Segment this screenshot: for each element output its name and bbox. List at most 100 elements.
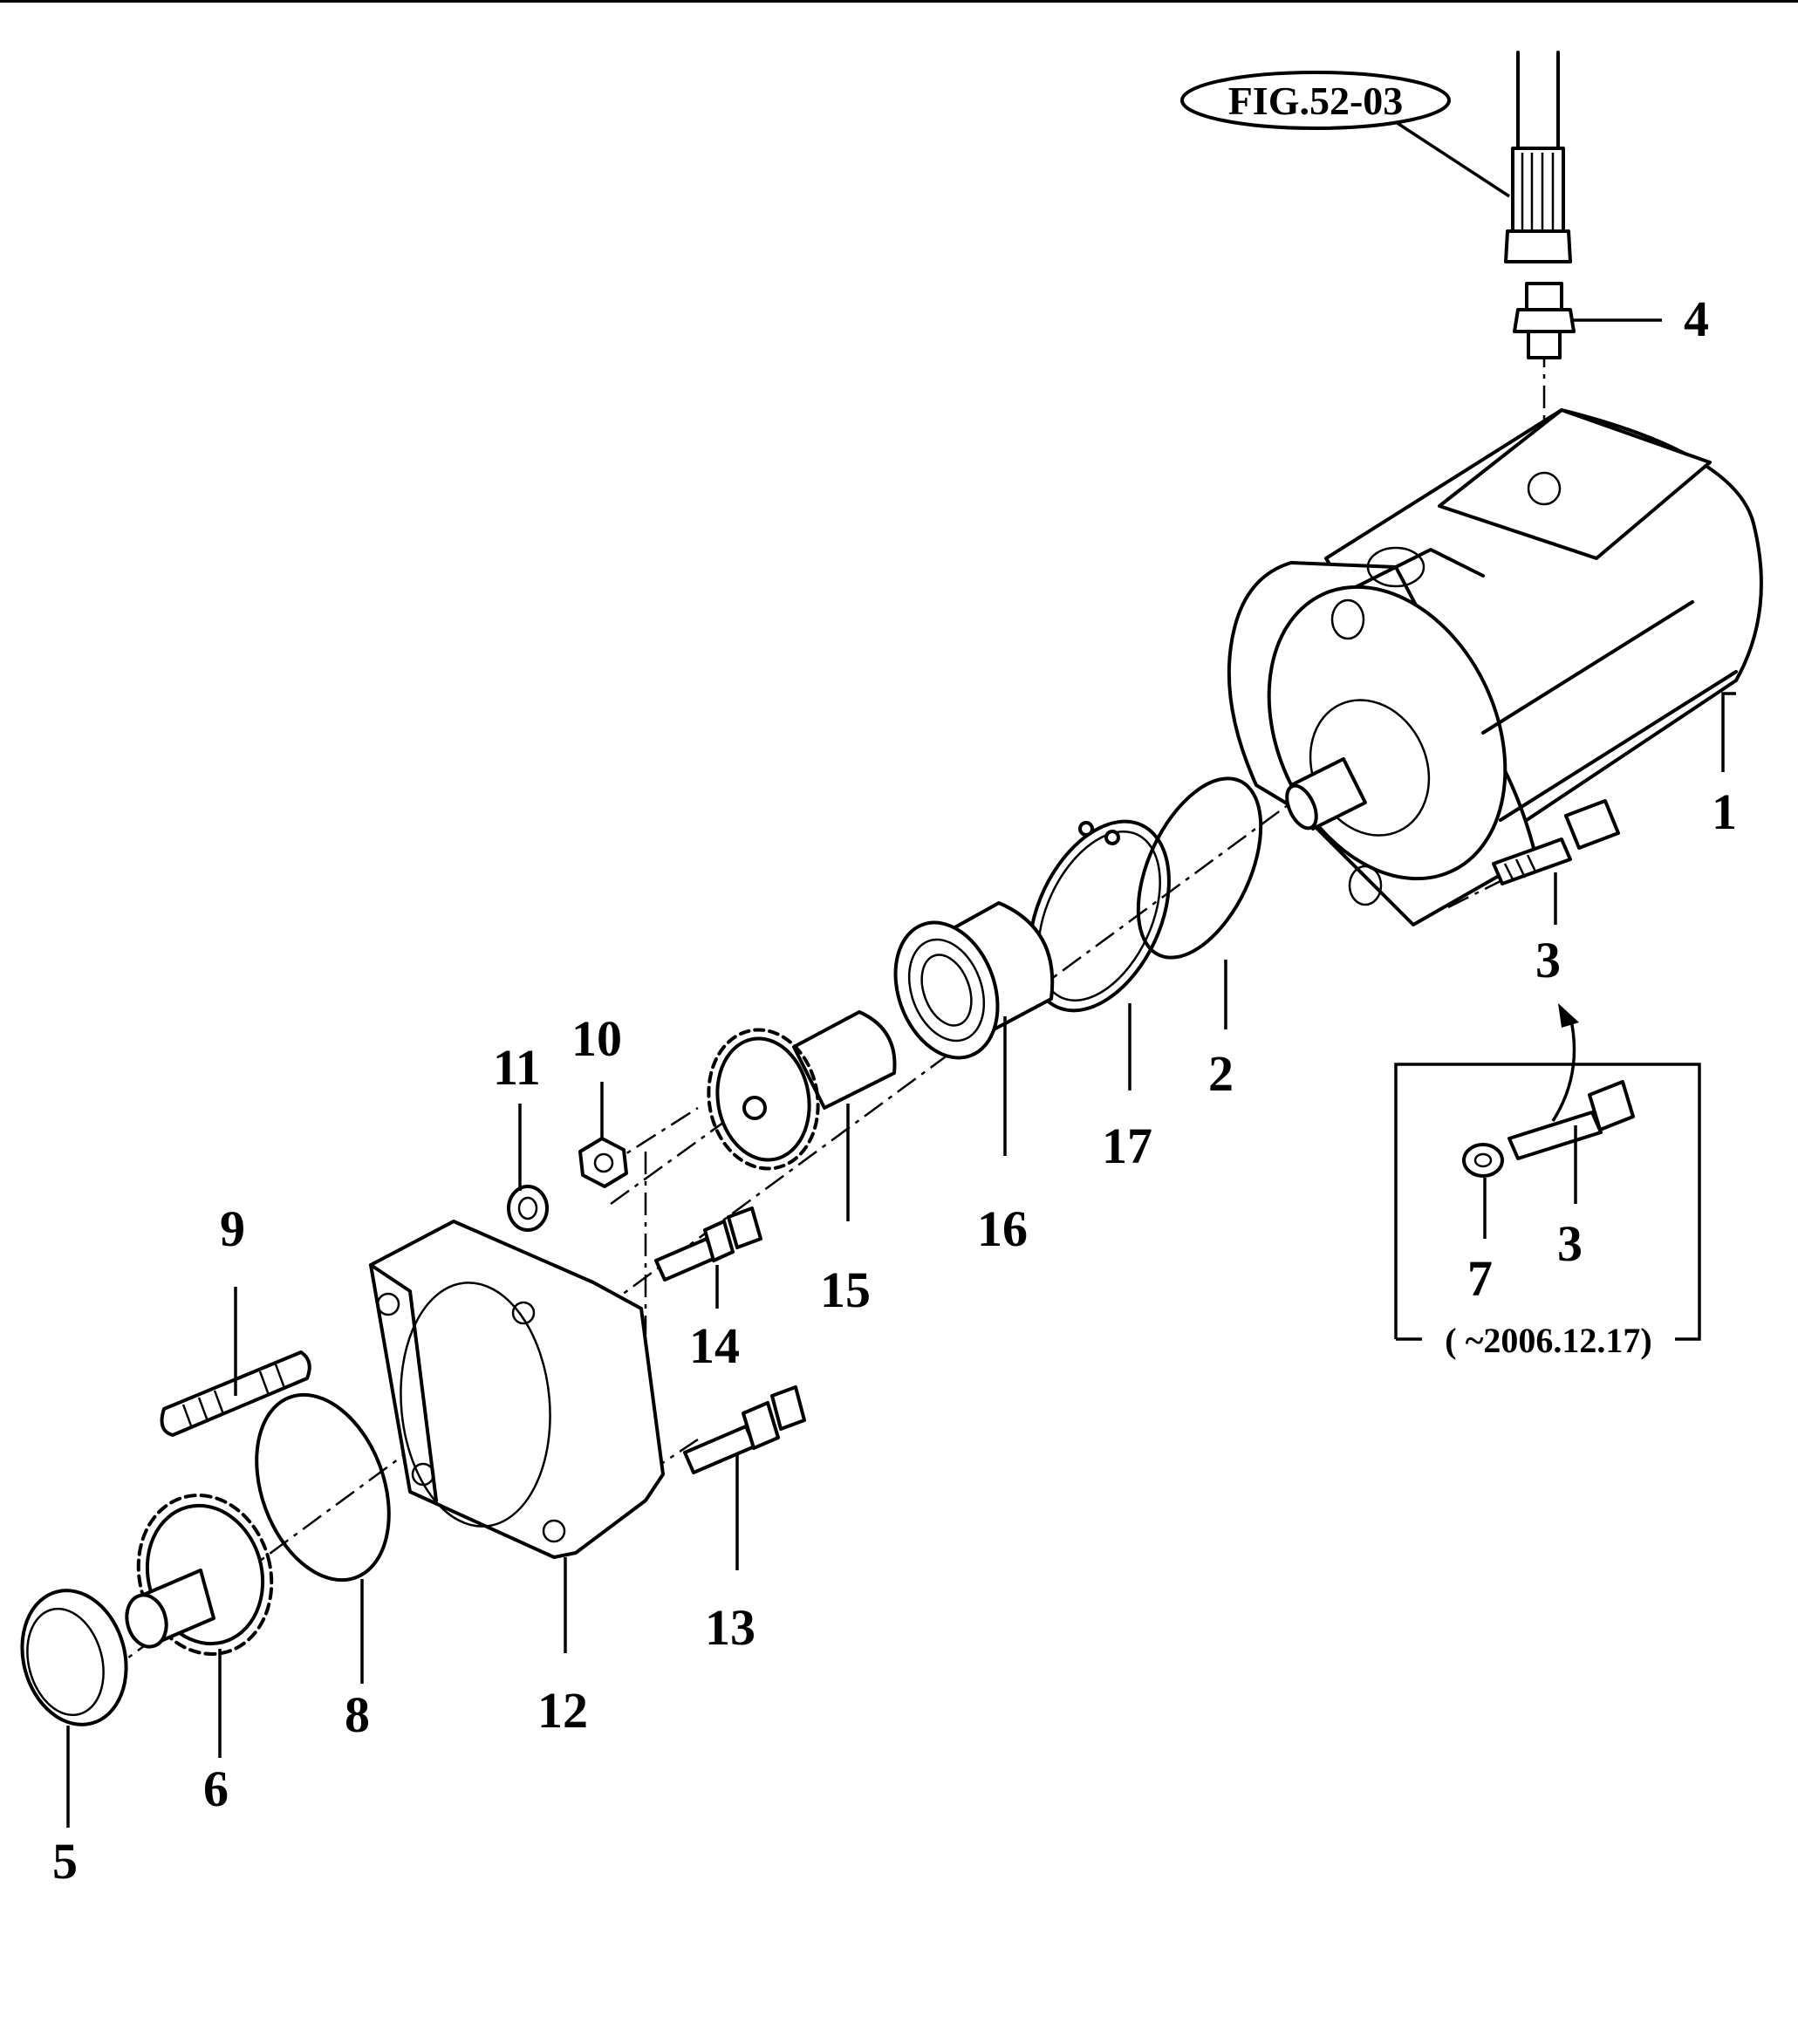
washer-7-inner: [1473, 1152, 1493, 1168]
hose-nut: [1504, 229, 1572, 263]
part-3-bolt-mounted: [1492, 799, 1620, 885]
bearing-race: [907, 938, 986, 1043]
callout-12: 12: [537, 1682, 588, 1739]
gear-15-body: [715, 1036, 811, 1162]
snap-ring-outer: [1028, 819, 1171, 1013]
inset-arrow-line: [1551, 1015, 1576, 1122]
callout-5: 5: [52, 1833, 78, 1890]
callout-10: 10: [571, 1010, 622, 1067]
callout-13: 13: [705, 1599, 755, 1656]
bolt-13-flange: [742, 1401, 780, 1450]
inset-frame: [1394, 1063, 1701, 1341]
part-14-bolt: [654, 1207, 762, 1282]
callout-numbers: 4 1 3 3 7 2 17 16 15 10 11 14 13 9 12 8 …: [52, 291, 1737, 1890]
washer-7-outer: [1462, 1143, 1504, 1178]
inset-arrowhead: [1558, 1003, 1579, 1028]
snap-ring-inner: [1037, 831, 1161, 1001]
gear-6-teeth: [136, 1494, 274, 1656]
housing-hole: [376, 1292, 400, 1316]
callout-17: 17: [1102, 1118, 1152, 1174]
callout-1: 1: [1712, 783, 1737, 840]
snap-ring-eye: [1078, 821, 1094, 837]
part-13-bolt: [683, 1385, 806, 1474]
pump-body-line: [1481, 600, 1694, 735]
top-border: [0, 0, 1798, 3]
part-15-shaft-gear: [707, 1010, 897, 1171]
bearing-face: [893, 920, 1000, 1060]
center-lines: [104, 345, 1546, 1677]
hose-ferrule: [1511, 147, 1565, 236]
inset-bolt-head: [1588, 1080, 1635, 1131]
callout-16: 16: [977, 1200, 1028, 1257]
snap-ring-eye: [1104, 830, 1120, 845]
gear-15-teeth: [707, 1028, 820, 1171]
bolt-14-head: [727, 1207, 762, 1249]
leader-lines: [66, 120, 1736, 1828]
hose-assembly: [1504, 51, 1572, 263]
figure-reference[interactable]: FIG.52-03: [1180, 71, 1451, 130]
fitting-hex: [1513, 308, 1576, 333]
bolt-13-shank: [683, 1425, 756, 1474]
pump-top-port: [1366, 546, 1425, 588]
gear-6-spline-bore: [125, 1593, 168, 1649]
callout-6: 6: [203, 1760, 229, 1817]
callout-3-inset: 3: [1557, 1215, 1583, 1272]
gear-shaft-15: [792, 1010, 897, 1110]
callout-2: 2: [1208, 1045, 1234, 1102]
part-8-o-ring: [255, 1392, 391, 1583]
part-10-nut: [578, 1137, 628, 1188]
bolt-head: [1564, 799, 1620, 850]
callout-8: 8: [345, 1686, 370, 1743]
part-11-washer: [507, 1185, 549, 1232]
figure-ref-oval: [1180, 71, 1451, 130]
variant-date-label: ( ~2006.12.17): [1445, 1321, 1651, 1360]
housing-hole: [511, 1301, 536, 1325]
housing-hole: [411, 1462, 435, 1487]
part-1-pump: [1227, 408, 1763, 926]
bolt-shank: [1492, 837, 1572, 885]
leader-fig-ref: [1395, 120, 1510, 198]
part-5-seal: [20, 1589, 128, 1726]
pump-flange-hole: [1348, 865, 1383, 906]
nut-bore: [593, 1152, 614, 1173]
figure-ref-text: FIG.52-03: [1228, 79, 1404, 123]
pump-top-pad: [1438, 408, 1712, 560]
washer-11-outer: [507, 1185, 549, 1232]
callout-4: 4: [1684, 291, 1709, 347]
callout-11: 11: [493, 1039, 541, 1096]
bolt-thread: [1503, 854, 1538, 882]
pump-body-line: [1499, 670, 1738, 822]
gear-15-bore: [742, 1096, 767, 1120]
nut-hex: [578, 1137, 628, 1188]
seal-inner: [26, 1607, 105, 1717]
part-4-fitting: [1513, 282, 1576, 359]
callout-7: 7: [1467, 1250, 1493, 1307]
washer-11-inner: [517, 1196, 538, 1220]
inset-bolt-shank: [1507, 1111, 1603, 1160]
callout-15: 15: [820, 1261, 871, 1318]
part-2-o-ring: [1136, 776, 1263, 960]
part-17-snap-ring: [1028, 819, 1171, 1013]
bolt-13-head: [770, 1385, 806, 1431]
pump-shaft-end: [1285, 783, 1318, 831]
housing-bore: [400, 1282, 551, 1528]
bolt3-axis-line: [1447, 879, 1501, 909]
bolt-14-flange: [703, 1220, 735, 1262]
inset-variant-box: [1394, 1003, 1701, 1341]
pump-flange-hole: [1330, 598, 1365, 640]
fitting-thread: [1527, 330, 1562, 359]
bolt-14-shank: [654, 1237, 717, 1282]
callout-14: 14: [689, 1317, 740, 1374]
housing-body: [369, 1220, 665, 1559]
part-12-adapter-housing: [369, 1220, 665, 1559]
callout-9: 9: [220, 1200, 245, 1257]
leader-1: [1721, 692, 1736, 772]
housing-hole: [542, 1519, 566, 1543]
bearing-bore: [920, 954, 973, 1027]
pump-port: [1527, 471, 1562, 506]
pump-flange-top-edge: [1324, 548, 1485, 604]
stud-thread: [181, 1364, 286, 1429]
callout-3-mounted: 3: [1535, 932, 1561, 988]
stud-axis-line: [610, 1089, 769, 1206]
